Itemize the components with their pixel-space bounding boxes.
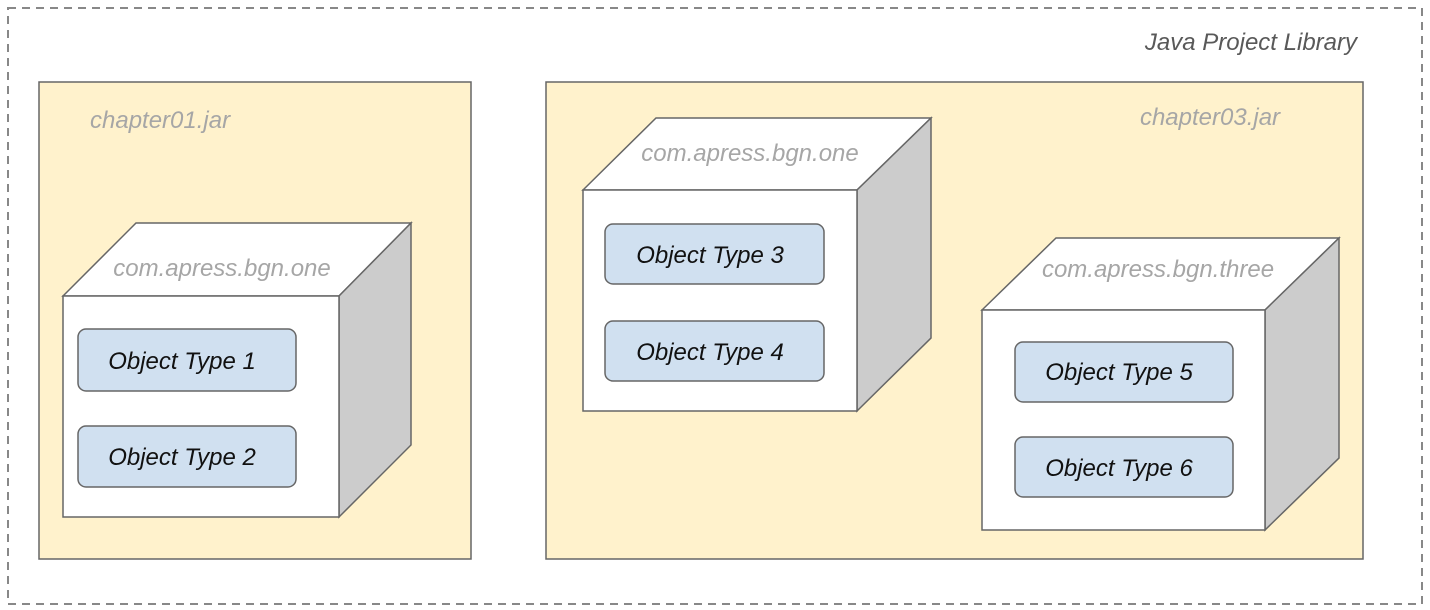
object-type-box: Object Type 4 (604, 320, 825, 382)
library-container: Java Project Library (7, 7, 1423, 605)
object-type-label: Object Type 4 (636, 339, 784, 366)
object-type-rect (604, 223, 825, 285)
package-cube: com.apress.bgn.three Object Type 5 Objec… (980, 236, 1341, 532)
object-type-box: Object Type 6 (1014, 436, 1234, 498)
package-cube: com.apress.bgn.one Object Type 1 Object … (61, 221, 413, 519)
object-type-label: Object Type 3 (636, 242, 784, 269)
package-cube: com.apress.bgn.one Object Type 3 Object … (581, 116, 933, 413)
object-type-box: Object Type 1 (77, 328, 297, 392)
jar-chapter01: chapter01.jar com.apress.bgn.one Object … (38, 81, 472, 560)
package-label: com.apress.bgn.one (113, 255, 330, 282)
object-type-label: Object Type 5 (1045, 359, 1193, 386)
object-type-label: Object Type 1 (108, 348, 256, 375)
jar-label: chapter03.jar (1140, 104, 1281, 131)
object-type-rect (1014, 341, 1234, 403)
package-label: com.apress.bgn.one (641, 140, 858, 167)
object-type-box: Object Type 2 (77, 425, 297, 488)
object-type-rect (1014, 436, 1234, 498)
jar-chapter03: chapter03.jar com.apress.bgn.one Object … (545, 81, 1364, 560)
library-boundary (7, 7, 1423, 605)
jar-label: chapter01.jar (90, 107, 231, 134)
object-type-rect (77, 425, 297, 488)
library-title: Java Project Library (1144, 29, 1359, 56)
object-type-label: Object Type 2 (108, 444, 256, 471)
object-type-rect (604, 320, 825, 382)
object-type-label: Object Type 6 (1045, 455, 1193, 482)
package-label: com.apress.bgn.three (1042, 256, 1274, 283)
object-type-box: Object Type 3 (604, 223, 825, 285)
object-type-rect (77, 328, 297, 392)
object-type-box: Object Type 5 (1014, 341, 1234, 403)
